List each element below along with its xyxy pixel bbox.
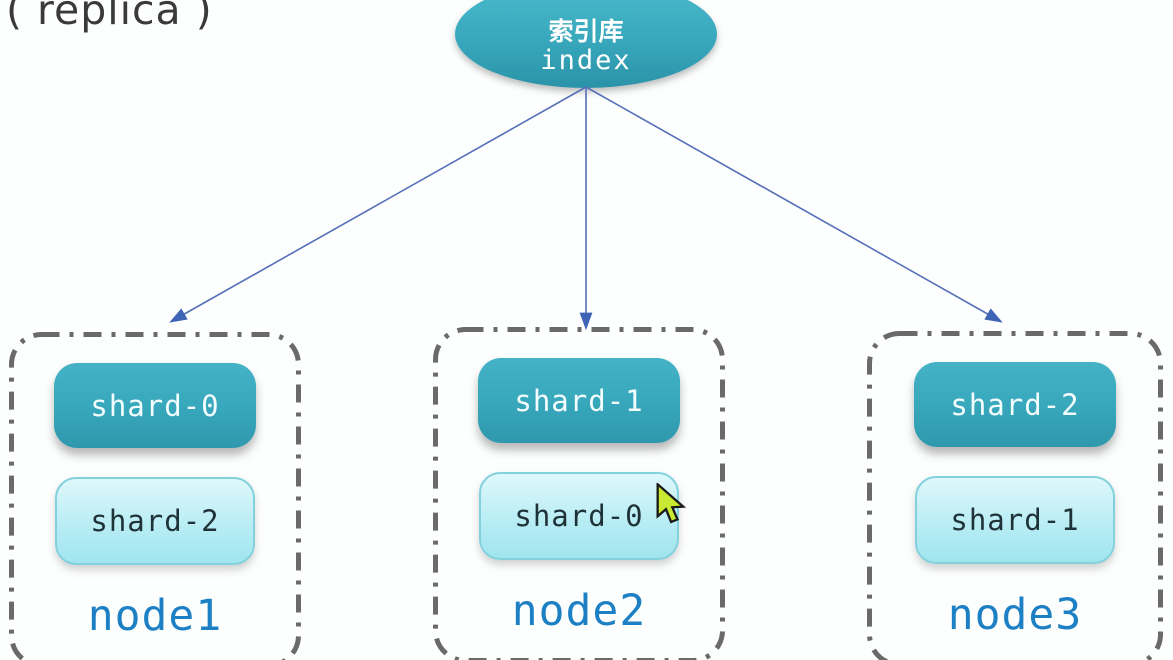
node1-box: shard-0 shard-2 node1 <box>8 331 302 660</box>
node2-replica-shard: shard-0 <box>479 472 679 560</box>
node3-dashed-border <box>867 331 1163 660</box>
node3-box: shard-2 shard-1 node3 <box>866 330 1164 660</box>
node2-primary-shard: shard-1 <box>478 358 680 443</box>
node3-primary-shard: shard-2 <box>914 362 1116 447</box>
node1-dashed-border <box>9 332 301 660</box>
mouse-cursor-icon <box>656 483 687 524</box>
index-label-en: index <box>540 45 632 77</box>
node1-replica-shard: shard-2 <box>55 477 255 565</box>
node1-label: node1 <box>87 591 223 641</box>
node2-dashed-border <box>433 327 725 660</box>
node3-replica-shard: shard-1 <box>915 476 1115 564</box>
node2-label: node2 <box>511 586 647 636</box>
arrow-to-node3 <box>585 86 1003 323</box>
arrow-to-node1 <box>169 86 587 323</box>
node2-box: shard-1 shard-0 node2 <box>432 326 726 660</box>
node1-primary-shard: shard-0 <box>54 363 256 448</box>
index-ellipse: 索引库 index <box>455 0 717 88</box>
replica-annotation: ( replica ) <box>6 0 213 34</box>
node3-label: node3 <box>947 590 1083 640</box>
index-label-zh: 索引库 <box>548 16 624 46</box>
